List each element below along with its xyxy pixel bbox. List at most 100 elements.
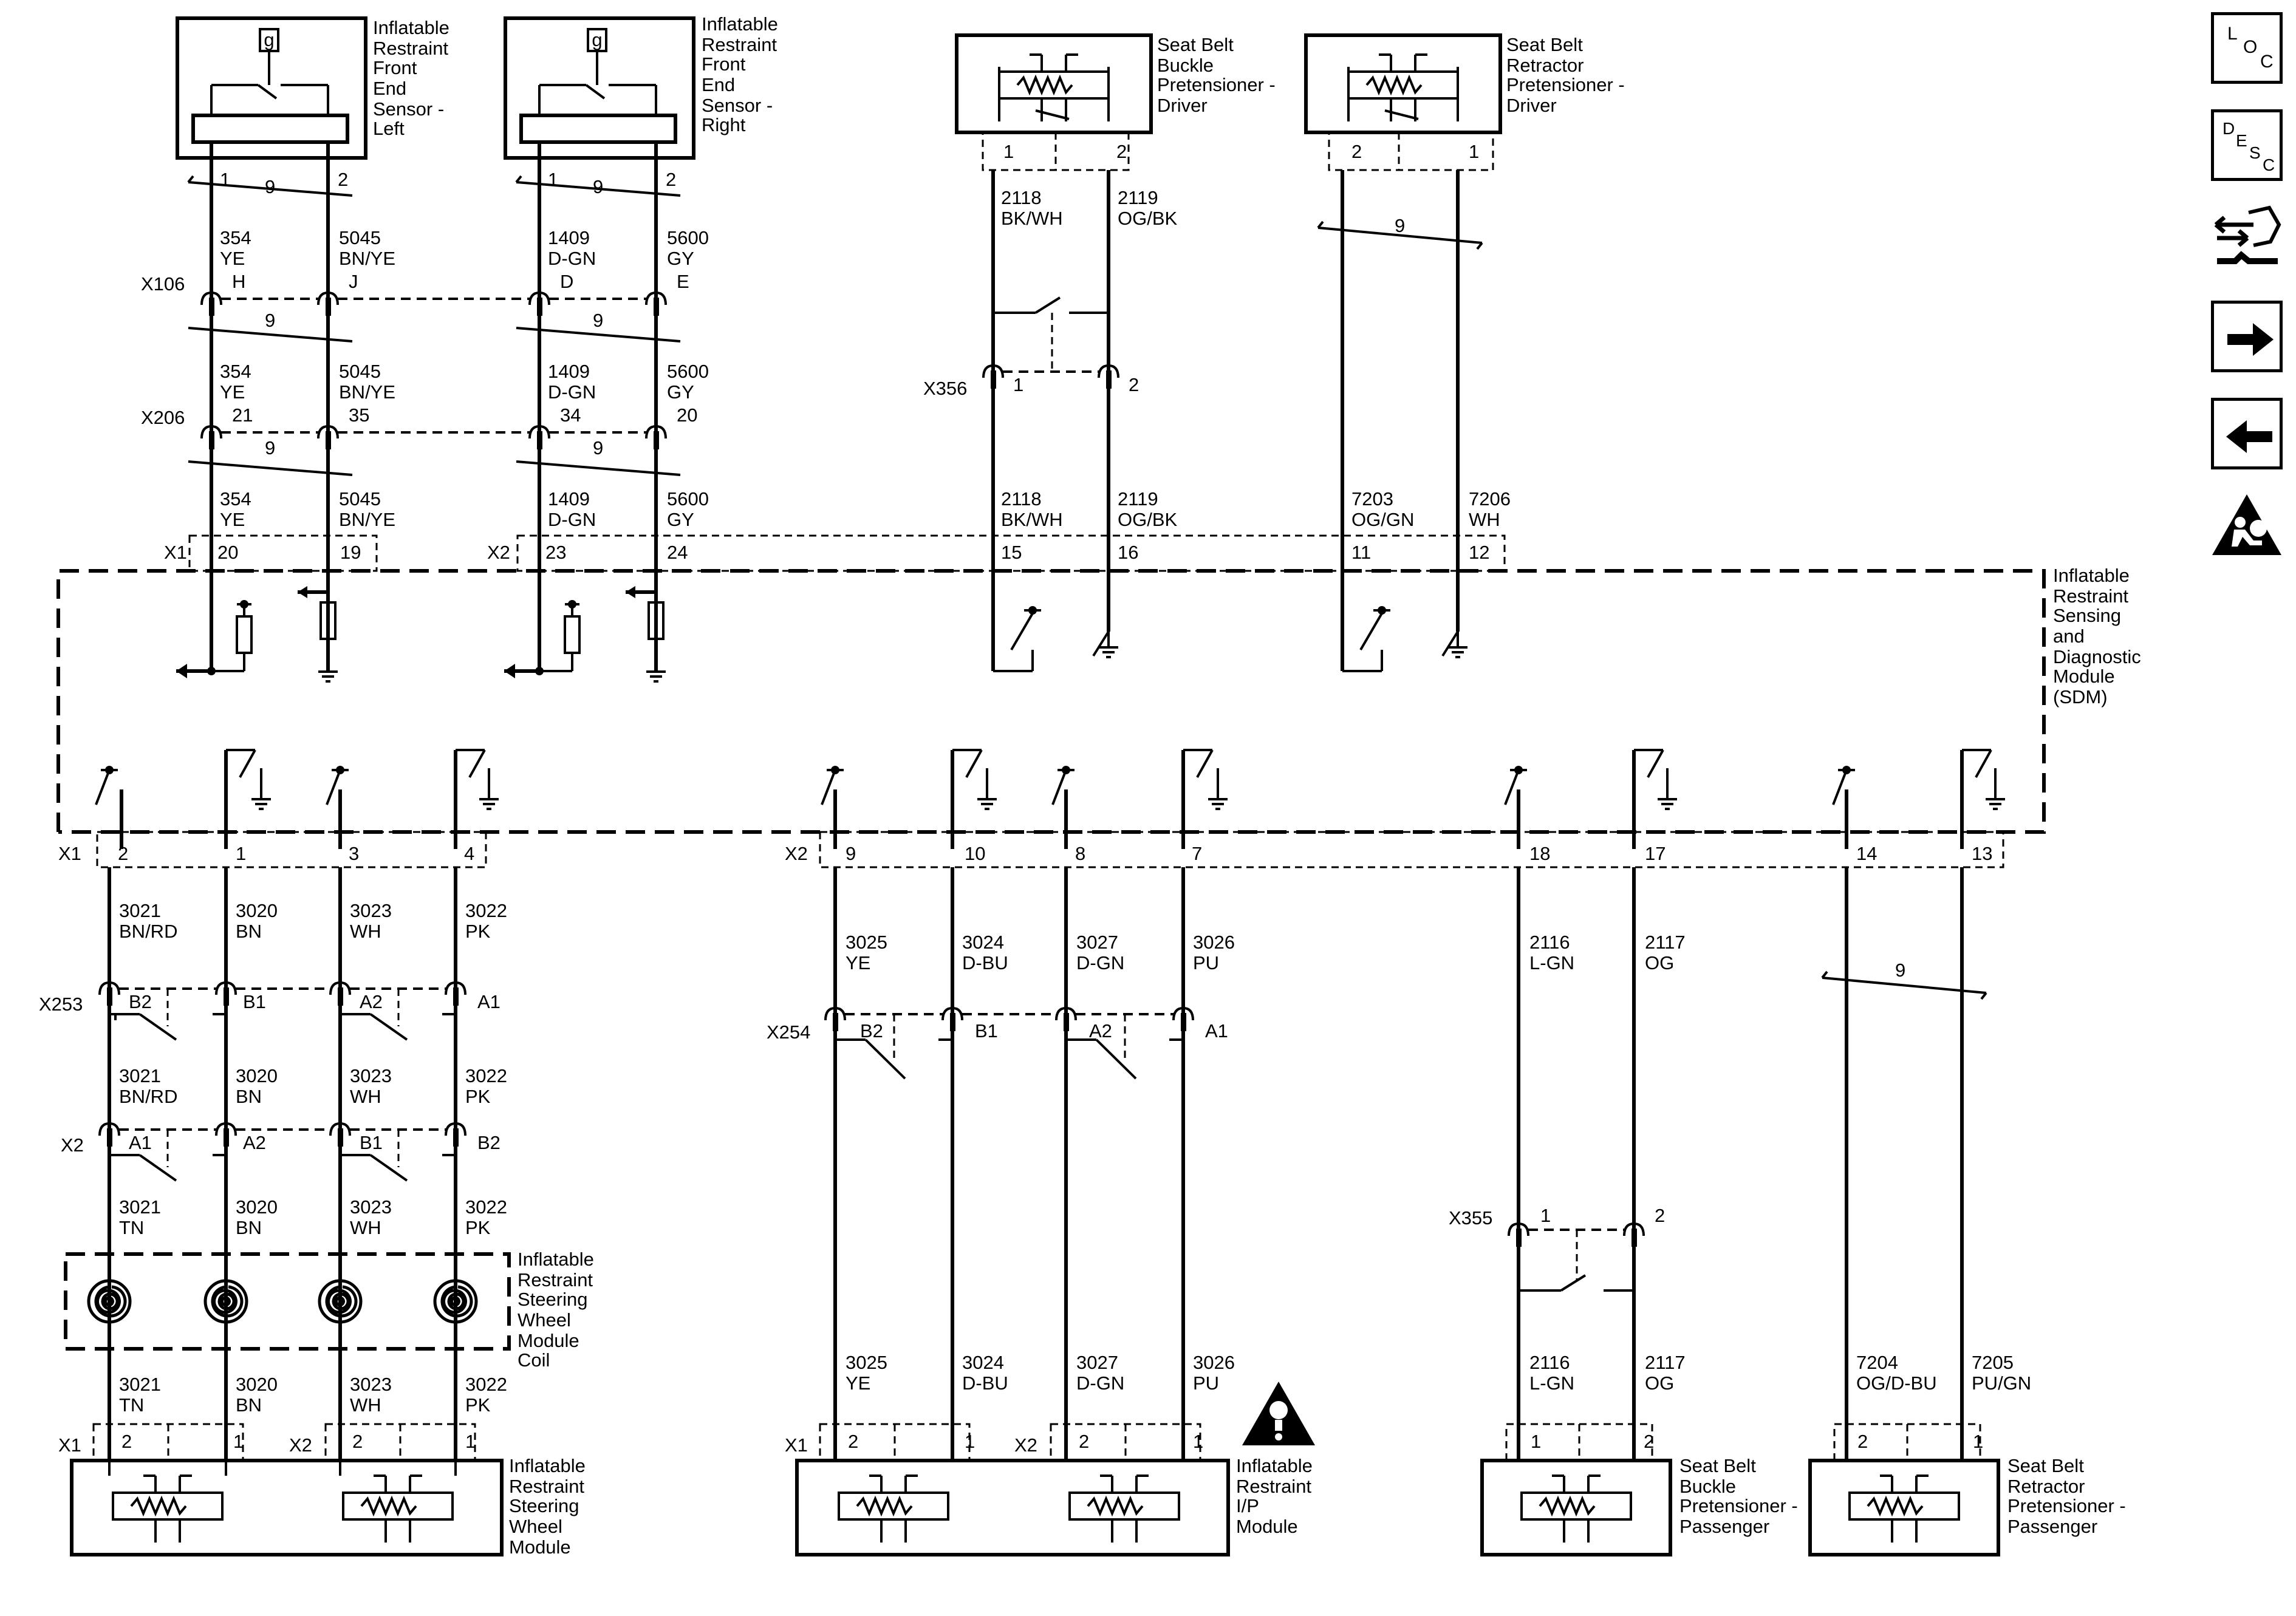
- svg-text:Module: Module: [509, 1536, 571, 1558]
- svg-text:354: 354: [220, 361, 251, 382]
- svg-text:Inflatable: Inflatable: [702, 13, 778, 35]
- svg-text:3022: 3022: [465, 1374, 507, 1395]
- svg-text:2: 2: [1079, 1431, 1089, 1452]
- svg-text:Right: Right: [702, 114, 746, 135]
- svg-text:Inflatable: Inflatable: [2053, 565, 2130, 586]
- front-end-sensor-right: g: [504, 16, 695, 160]
- svg-text:19: 19: [340, 542, 361, 563]
- svg-text:2118: 2118: [1001, 187, 1042, 208]
- connector-x106: [200, 291, 667, 317]
- svg-text:Buckle: Buckle: [1157, 55, 1214, 76]
- svg-text:OG/GN: OG/GN: [1351, 509, 1414, 530]
- svg-text:9: 9: [1395, 215, 1405, 236]
- svg-text:C: C: [2260, 52, 2274, 72]
- svg-text:2: 2: [666, 169, 676, 190]
- sbbp-passenger-label: 1 2 Seat Belt Buckle Pretensioner - Pass…: [1531, 1431, 1798, 1537]
- svg-text:Sensing: Sensing: [2053, 605, 2121, 626]
- svg-text:2: 2: [1351, 141, 1362, 162]
- sensor-g-label: g: [264, 29, 274, 50]
- svg-text:Coil: Coil: [518, 1349, 550, 1371]
- sdm-module: [56, 534, 2046, 868]
- svg-text:1: 1: [1469, 141, 1479, 162]
- svg-text:9: 9: [1895, 960, 1905, 981]
- passenger-pretensioner-wires: [1508, 867, 1987, 1461]
- svg-text:BK/WH: BK/WH: [1001, 208, 1063, 229]
- svg-text:BN/YE: BN/YE: [339, 509, 395, 530]
- loc-button[interactable]: L O C: [2211, 12, 2283, 84]
- svg-text:2119: 2119: [1118, 187, 1158, 208]
- svg-text:X2: X2: [785, 843, 808, 864]
- svg-text:X355: X355: [1449, 1207, 1492, 1229]
- svg-text:Passenger: Passenger: [2007, 1516, 2097, 1537]
- sbbp-driver-label: Seat Belt Buckle Pretensioner - Driver 1…: [1003, 34, 1276, 162]
- sensor-wires: [187, 142, 681, 671]
- svg-text:BN: BN: [236, 1394, 262, 1416]
- svg-text:17: 17: [1645, 843, 1666, 864]
- sbrp-driver-label: Seat Belt Retractor Pretensioner - Drive…: [1351, 34, 1625, 162]
- svg-text:GY: GY: [667, 248, 694, 269]
- svg-text:2: 2: [118, 843, 128, 864]
- ip-module: [795, 1423, 1230, 1556]
- svg-text:X1: X1: [164, 542, 187, 563]
- svg-text:WH: WH: [350, 1086, 381, 1107]
- svg-text:2: 2: [1116, 141, 1127, 162]
- steering-wheel-coil: [64, 1252, 511, 1351]
- airbag-warning-button[interactable]: [2211, 492, 2283, 564]
- svg-text:2117: 2117: [1645, 932, 1686, 953]
- svg-text:TN: TN: [119, 1394, 144, 1416]
- svg-text:Front: Front: [702, 53, 746, 75]
- connector-wrench-button[interactable]: [2211, 200, 2283, 272]
- svg-text:PK: PK: [465, 1217, 491, 1238]
- warning-triangle-icon: [1242, 1382, 1315, 1445]
- previous-button[interactable]: [2211, 398, 2283, 469]
- svg-text:12: 12: [1469, 542, 1489, 563]
- svg-text:1: 1: [1193, 1431, 1203, 1452]
- svg-text:2: 2: [121, 1431, 132, 1452]
- desc-button[interactable]: D E S C: [2211, 109, 2283, 181]
- svg-text:BN/YE: BN/YE: [339, 381, 395, 403]
- svg-text:1: 1: [1003, 141, 1014, 162]
- sdm-bottom-pins: X1 2 1 3 4 X2 9 10 8 7 18 17 14 13: [58, 843, 1992, 864]
- svg-text:GY: GY: [667, 509, 694, 530]
- svg-text:Pretensioner -: Pretensioner -: [1679, 1495, 1798, 1516]
- svg-text:B1: B1: [243, 991, 266, 1012]
- svg-text:X206: X206: [141, 407, 185, 428]
- svg-text:D-BU: D-BU: [962, 1372, 1008, 1394]
- svg-text:L-GN: L-GN: [1529, 1372, 1574, 1394]
- svg-text:X254: X254: [767, 1021, 810, 1043]
- svg-text:BN/RD: BN/RD: [119, 921, 177, 942]
- svg-text:OG/BK: OG/BK: [1118, 208, 1178, 229]
- svg-text:Module: Module: [1236, 1516, 1298, 1537]
- svg-text:Sensor -: Sensor -: [373, 98, 444, 120]
- coil-label: Inflatable Restraint Steering Wheel Modu…: [119, 1249, 594, 1416]
- svg-text:D: D: [560, 271, 573, 292]
- svg-text:WH: WH: [350, 921, 381, 942]
- svg-text:3024: 3024: [962, 932, 1004, 953]
- svg-text:Driver: Driver: [1157, 95, 1208, 116]
- svg-text:2116: 2116: [1529, 1352, 1570, 1373]
- next-button[interactable]: [2211, 301, 2283, 372]
- svg-text:B2: B2: [860, 1020, 883, 1042]
- svg-text:35: 35: [349, 404, 369, 426]
- svg-text:YE: YE: [846, 952, 870, 973]
- svg-text:5045: 5045: [339, 361, 381, 382]
- svg-text:3024: 3024: [962, 1352, 1004, 1373]
- svg-text:1: 1: [1013, 374, 1023, 395]
- svg-text:D-GN: D-GN: [1076, 952, 1124, 973]
- svg-text:X253: X253: [39, 994, 83, 1015]
- svg-text:7204: 7204: [1856, 1352, 1898, 1373]
- svg-text:2: 2: [1129, 374, 1139, 395]
- svg-text:Pretensioner -: Pretensioner -: [1157, 74, 1276, 95]
- svg-text:End: End: [702, 74, 735, 95]
- svg-text:Restraint: Restraint: [373, 38, 448, 59]
- svg-text:S: S: [2249, 143, 2261, 162]
- loc-icon: L O C: [2227, 24, 2274, 72]
- svg-text:1: 1: [1973, 1431, 1983, 1452]
- desc-icon: D E S C: [2223, 119, 2275, 174]
- svg-text:10: 10: [965, 843, 985, 864]
- svg-text:Inflatable: Inflatable: [373, 17, 449, 38]
- svg-text:L-GN: L-GN: [1529, 952, 1574, 973]
- sensor-g-label: g: [592, 29, 602, 50]
